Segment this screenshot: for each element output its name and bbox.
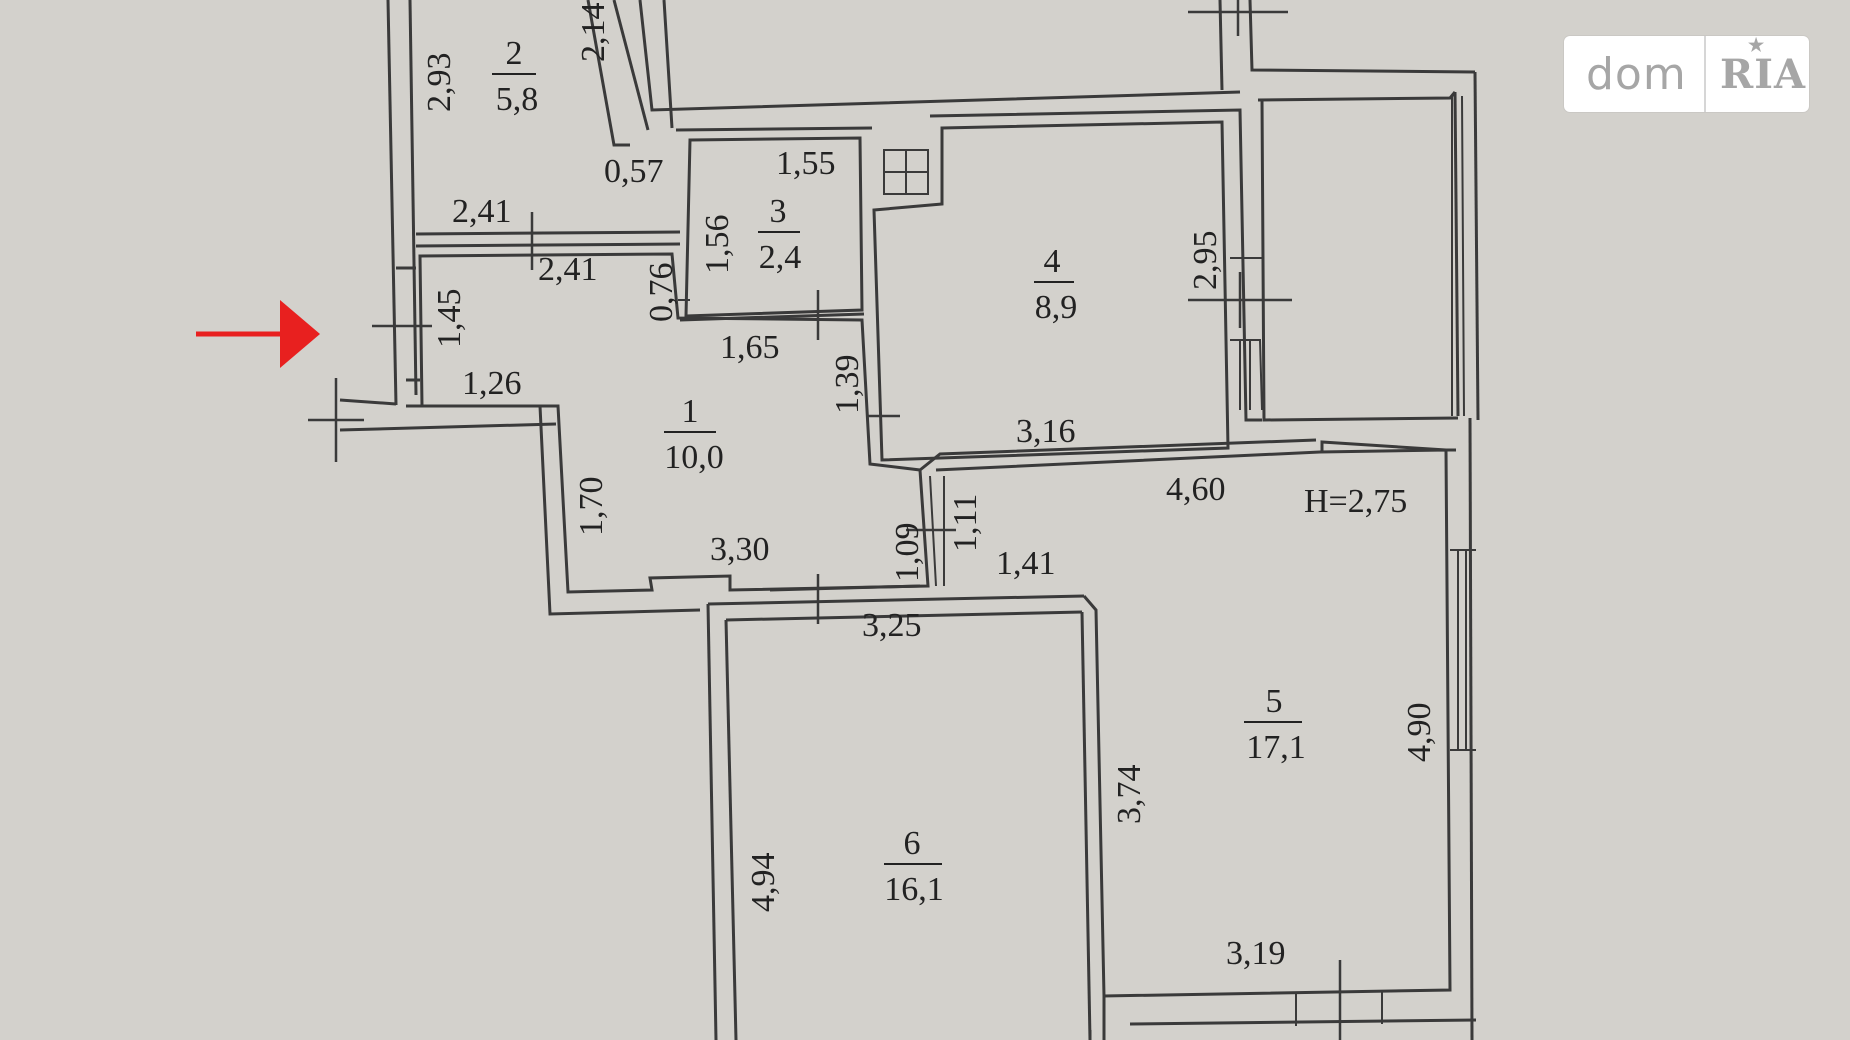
dim-1-65: 1,65 <box>720 329 780 366</box>
logo-dom-text: dom <box>1586 48 1687 100</box>
dim-2-93: 2,93 <box>421 53 458 113</box>
dim-2-41-top: 2,41 <box>452 193 512 230</box>
room-labels: 2 5,8 3 2,4 4 8,9 1 10,0 5 17,1 6 16,1 <box>492 35 1306 908</box>
room-5-area: 17,1 <box>1246 729 1306 766</box>
dim-2-41-bottom: 2,41 <box>538 251 598 288</box>
dim-1-09: 1,09 <box>889 523 926 583</box>
logo-ria-text: RIA ★ <box>1706 35 1806 98</box>
dim-3-19: 3,19 <box>1226 935 1286 972</box>
room-label-2: 2 5,8 <box>492 35 538 118</box>
room-2-area: 5,8 <box>496 81 539 118</box>
dim-1-11: 1,11 <box>947 494 984 552</box>
room-6-area: 16,1 <box>884 871 944 908</box>
dim-0-57: 0,57 <box>604 153 664 190</box>
dim-2-95: 2,95 <box>1187 231 1224 291</box>
dim-3-74: 3,74 <box>1111 765 1148 825</box>
dim-1-56: 1,56 <box>699 215 736 275</box>
room-label-6: 6 16,1 <box>884 825 944 908</box>
logo-ria-label: RIA <box>1720 50 1806 98</box>
dim-1-26: 1,26 <box>462 365 522 402</box>
dom-ria-logo: dom RIA ★ <box>1564 35 1809 112</box>
dim-0-76: 0,76 <box>643 263 680 323</box>
dim-1-45: 1,45 <box>431 289 468 349</box>
star-icon: ★ <box>1748 34 1766 56</box>
dim-4-60: 4,60 <box>1166 471 1226 508</box>
room-6-number: 6 <box>904 825 921 862</box>
room-2-number: 2 <box>506 35 523 72</box>
room-label-5: 5 17,1 <box>1244 683 1306 766</box>
room-1-number: 1 <box>682 393 699 430</box>
room-1-area: 10,0 <box>664 439 724 476</box>
dim-4-94: 4,94 <box>745 853 782 913</box>
logo-separator <box>1704 36 1706 112</box>
dimension-labels: 2,93 2,14 0,57 1,55 1,56 2,41 2,41 0,76 … <box>421 3 1438 973</box>
walls <box>339 0 1480 1040</box>
dim-1-39: 1,39 <box>829 355 866 415</box>
room-5-number: 5 <box>1266 683 1283 720</box>
dim-1-41: 1,41 <box>996 545 1056 582</box>
room-label-3: 3 2,4 <box>758 193 801 276</box>
entrance-arrow-icon <box>196 300 320 368</box>
room-3-area: 2,4 <box>759 239 802 276</box>
room-4-area: 8,9 <box>1035 289 1078 326</box>
ceiling-height-label: H=2,75 <box>1304 483 1407 520</box>
dim-1-70: 1,70 <box>573 477 610 537</box>
room-label-4: 4 8,9 <box>1034 243 1077 326</box>
dim-3-16: 3,16 <box>1016 413 1076 450</box>
dim-3-25: 3,25 <box>862 607 922 644</box>
dim-3-30: 3,30 <box>710 531 770 568</box>
dim-4-90: 4,90 <box>1401 703 1438 763</box>
room-3-number: 3 <box>770 193 787 230</box>
dim-1-55: 1,55 <box>776 145 836 182</box>
room-label-1: 1 10,0 <box>664 393 724 476</box>
dim-2-14: 2,14 <box>575 3 612 63</box>
dimension-ticks <box>308 0 1342 1040</box>
room-4-number: 4 <box>1044 243 1061 280</box>
